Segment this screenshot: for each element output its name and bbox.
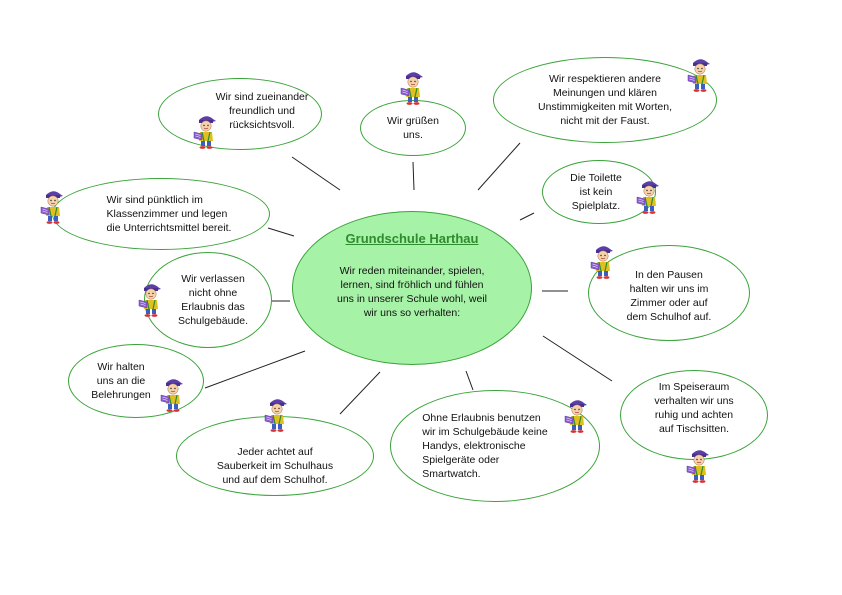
connector-line <box>339 371 381 415</box>
rule-bubble-greeting: Wir grüßen uns. <box>360 100 466 156</box>
schoolboy-icon <box>634 177 664 215</box>
schoolboy-icon <box>136 280 166 318</box>
rule-text: Wir respektieren andere Meinungen und kl… <box>537 73 672 127</box>
rule-text: In den Pausen halten wir uns im Zimmer o… <box>626 269 712 323</box>
center-text: Wir reden miteinander, spielen, lernen, … <box>337 265 487 319</box>
rule-bubble-breaks: In den Pausen halten wir uns im Zimmer o… <box>588 245 750 341</box>
rule-bubble-leaving: Wir verlassen nicht ohne Erlaubnis das S… <box>144 252 272 348</box>
connector-line <box>519 212 535 221</box>
center-ellipse: Grundschule Harthau Wir reden miteinande… <box>292 211 532 365</box>
schoolboy-icon <box>684 446 714 484</box>
rule-bubble-dining: Im Speiseraum verhalten wir uns ruhig un… <box>620 370 768 460</box>
schoolboy-icon <box>191 112 221 150</box>
rule-text: Ohne Erlaubnis benutzen wir im Schulgebä… <box>422 412 548 480</box>
rule-text: Wir halten uns an die Belehrungen <box>91 361 151 401</box>
connector-line <box>477 142 521 191</box>
schoolboy-icon <box>685 55 715 93</box>
rule-text: Wir verlassen nicht ohne Erlaubnis das S… <box>177 273 249 327</box>
schoolboy-icon <box>158 375 188 413</box>
rule-bubble-punctual: Wir sind pünktlich im Klassenzimmer und … <box>52 178 270 250</box>
rule-bubble-respect: Wir respektieren andere Meinungen und kl… <box>493 57 717 143</box>
connector-line <box>291 156 341 191</box>
rule-text: Wir grüßen uns. <box>387 115 439 141</box>
schoolboy-icon <box>588 242 618 280</box>
connector-line <box>465 370 474 391</box>
rule-bubble-devices: Ohne Erlaubnis benutzen wir im Schulgebä… <box>390 390 600 502</box>
rule-text: Jeder achtet auf Sauberkeit im Schulhaus… <box>216 446 334 486</box>
schoolboy-icon <box>562 396 592 434</box>
rule-bubble-toilet: Die Toilette ist kein Spielplatz. <box>542 160 656 224</box>
rule-text: Im Speiseraum verhalten wir uns ruhig un… <box>654 381 734 435</box>
school-title: Grundschule Harthau <box>345 231 479 246</box>
rule-text: Wir sind pünktlich im Klassenzimmer und … <box>106 194 232 234</box>
rule-bubble-instructions: Wir halten uns an die Belehrungen <box>68 344 204 418</box>
rule-text: Die Toilette ist kein Spielplatz. <box>570 172 622 212</box>
connector-line <box>412 161 415 191</box>
schoolboy-icon <box>262 395 292 433</box>
rule-text: Wir sind zueinander freundlich und rücks… <box>215 91 309 131</box>
rule-bubble-friendly: Wir sind zueinander freundlich und rücks… <box>158 78 322 150</box>
connector-line <box>204 350 306 389</box>
schoolboy-icon <box>38 187 68 225</box>
schoolboy-icon <box>398 68 428 106</box>
connector-line <box>542 335 613 382</box>
connector-line <box>267 227 295 237</box>
